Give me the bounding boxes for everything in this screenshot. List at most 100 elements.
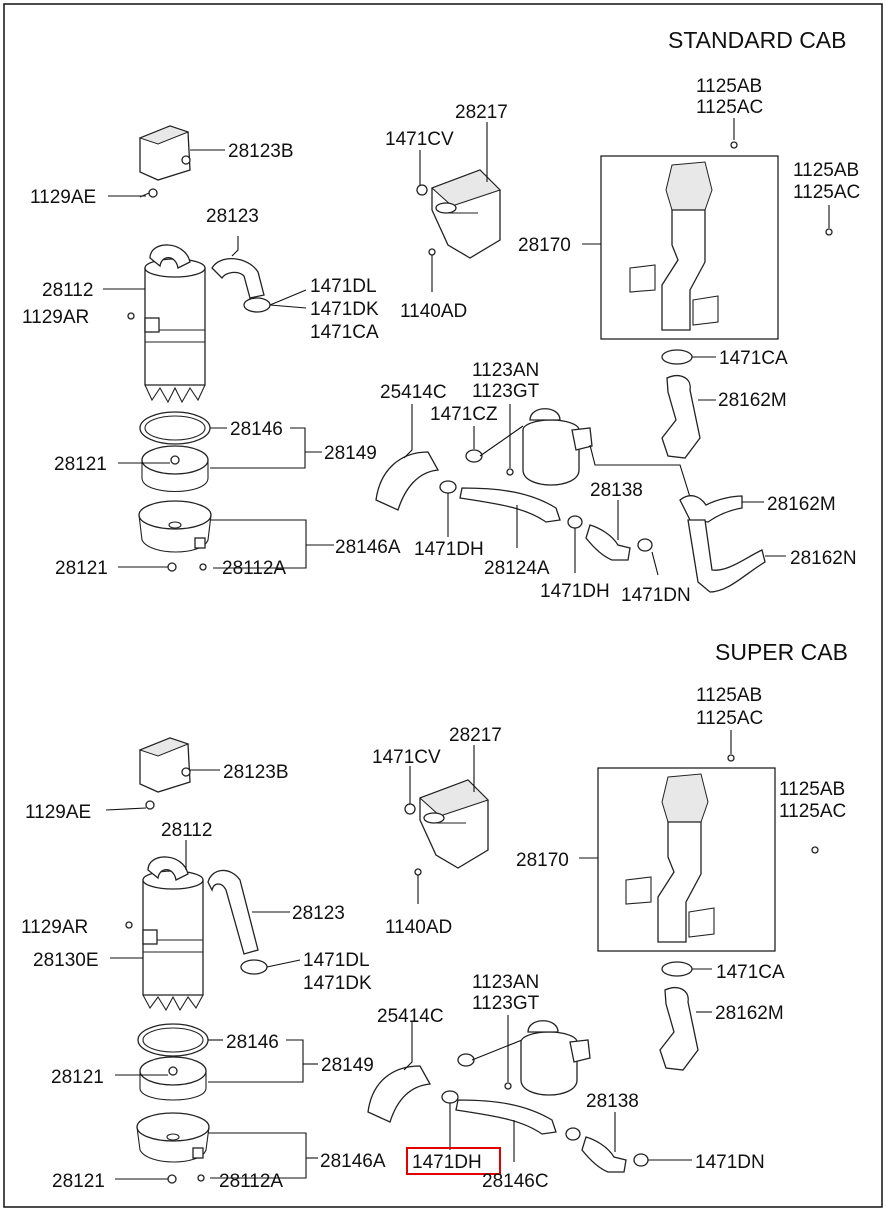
bolt-1125AB [730,141,738,149]
label-super-1123GT: 1123GT [472,993,540,1014]
section-title-super: SUPER CAB [715,639,848,665]
label-1471CZ: 1471CZ [430,404,498,425]
bolt-1129AR [127,312,135,320]
label-1129AE: 1129AE [30,187,96,208]
label-super-1471CV: 1471CV [372,747,441,768]
super-clamp-1471DN [633,1153,649,1167]
super-clamp-1471DH [441,1090,459,1104]
label-super-28146C: 28146C [482,1171,549,1192]
label-super-1129AE: 1129AE [25,802,91,823]
label-28162N: 28162N [790,548,857,569]
label-1471DN: 1471DN [621,585,691,606]
label-1471DH-a: 1471DH [414,539,484,560]
bolt-1123AN [506,468,514,476]
bolt-1140AD [428,248,436,256]
super-bracket-part [138,737,191,793]
super-filter-element-part [139,1056,207,1101]
super-seal-ring-part [137,1023,209,1057]
label-super-1125AB-b: 1125AB [779,779,845,800]
clamp-1471CZ [465,449,483,463]
pipe-28162M [679,495,743,523]
section-title-standard: STANDARD CAB [668,27,847,53]
elbow-hose-part [211,258,265,299]
label-1471CV: 1471CV [385,129,454,150]
super-intake-duct-part [625,773,715,943]
super-air-cleaner-part [142,856,204,1012]
intake-duct-box [600,155,779,340]
super-hose-28123 [207,869,259,955]
label-1471CA-a: 1471CA [310,322,379,343]
label-1471DL: 1471DL [310,276,377,297]
label-super-1125AC-b: 1125AC [779,801,846,822]
label-super-28138: 28138 [586,1091,639,1112]
label-28123B: 28123B [228,141,294,162]
super-bolt-1129AR [125,921,133,929]
bolt-1125AC [825,228,833,236]
hose-28162M [661,375,701,459]
label-super-28112: 28112 [161,820,212,841]
label-1125AB-a: 1125AB [696,76,762,97]
label-28162M-a: 28162M [718,390,787,411]
label-28162M-b: 28162M [767,494,836,515]
label-super-28146: 28146 [226,1032,279,1053]
label-super-28123B: 28123B [223,762,289,783]
label-super-28162M: 28162M [715,1003,784,1024]
label-super-28149: 28149 [321,1055,374,1076]
super-hose-28138 [581,1136,627,1173]
super-pipe-28146C [455,1099,557,1135]
label-28138: 28138 [590,480,643,501]
super-clamp-1471DL [240,959,268,975]
super-clamp-1471CZ [457,1053,475,1067]
label-28112: 28112 [42,280,93,301]
label-super-25414C: 25414C [377,1006,444,1027]
super-clamp-1471CA [661,961,693,977]
bracket-part [138,125,191,181]
super-bolt-1129AE [145,800,155,810]
label-28149: 28149 [324,443,377,464]
super-nut-28121 [167,1174,177,1184]
label-1140AD: 1140AD [400,301,467,322]
label-super-1471DL: 1471DL [303,950,370,971]
label-super-1129AR: 1129AR [21,917,88,938]
label-1471DK: 1471DK [310,299,379,320]
label-1123GT: 1123GT [472,381,540,402]
clamp-1471DN [637,538,653,552]
intake-duct-part [629,161,719,331]
label-1125AC-b: 1125AC [793,182,860,203]
label-super-28217: 28217 [449,725,502,746]
label-28217: 28217 [455,102,508,123]
nut-28121 [167,562,177,572]
hose-28138 [585,524,631,561]
clamp-1471CA [661,349,693,365]
label-28124A: 28124A [484,558,550,579]
clamp-1471DH [439,480,457,494]
clamp-part [243,297,271,313]
label-super-28121-a: 28121 [51,1067,104,1088]
super-bolt-1123AN [504,1082,512,1090]
seal-ring-part [139,411,211,445]
super-clamp-1471DH-b [565,1127,581,1141]
label-28170: 28170 [518,235,571,256]
super-hose-28162M [659,987,699,1071]
label-1123AN: 1123AN [472,360,539,381]
label-super-1125AB-a: 1125AB [696,685,762,706]
label-28121-b: 28121 [55,558,108,579]
label-28146: 28146 [230,419,283,440]
label-28123: 28123 [206,206,259,227]
highlight-box-1471DH [406,1147,501,1175]
resonator-part [522,408,593,486]
mounting-bracket-part [431,169,501,259]
super-bolt-1125AB [727,754,735,762]
label-1125AC-a: 1125AC [696,97,763,118]
dust-cup-part [138,500,212,553]
super-dust-cup-part [136,1112,210,1163]
super-intake-duct-box [597,767,776,952]
super-bolt-28112A [197,1174,205,1182]
clamp-1471DH-b [567,515,583,529]
hose-25414C [375,451,440,511]
super-hose-25414C [367,1065,432,1123]
label-super-28112A: 28112A [219,1171,283,1192]
label-1129AR: 1129AR [22,307,89,328]
